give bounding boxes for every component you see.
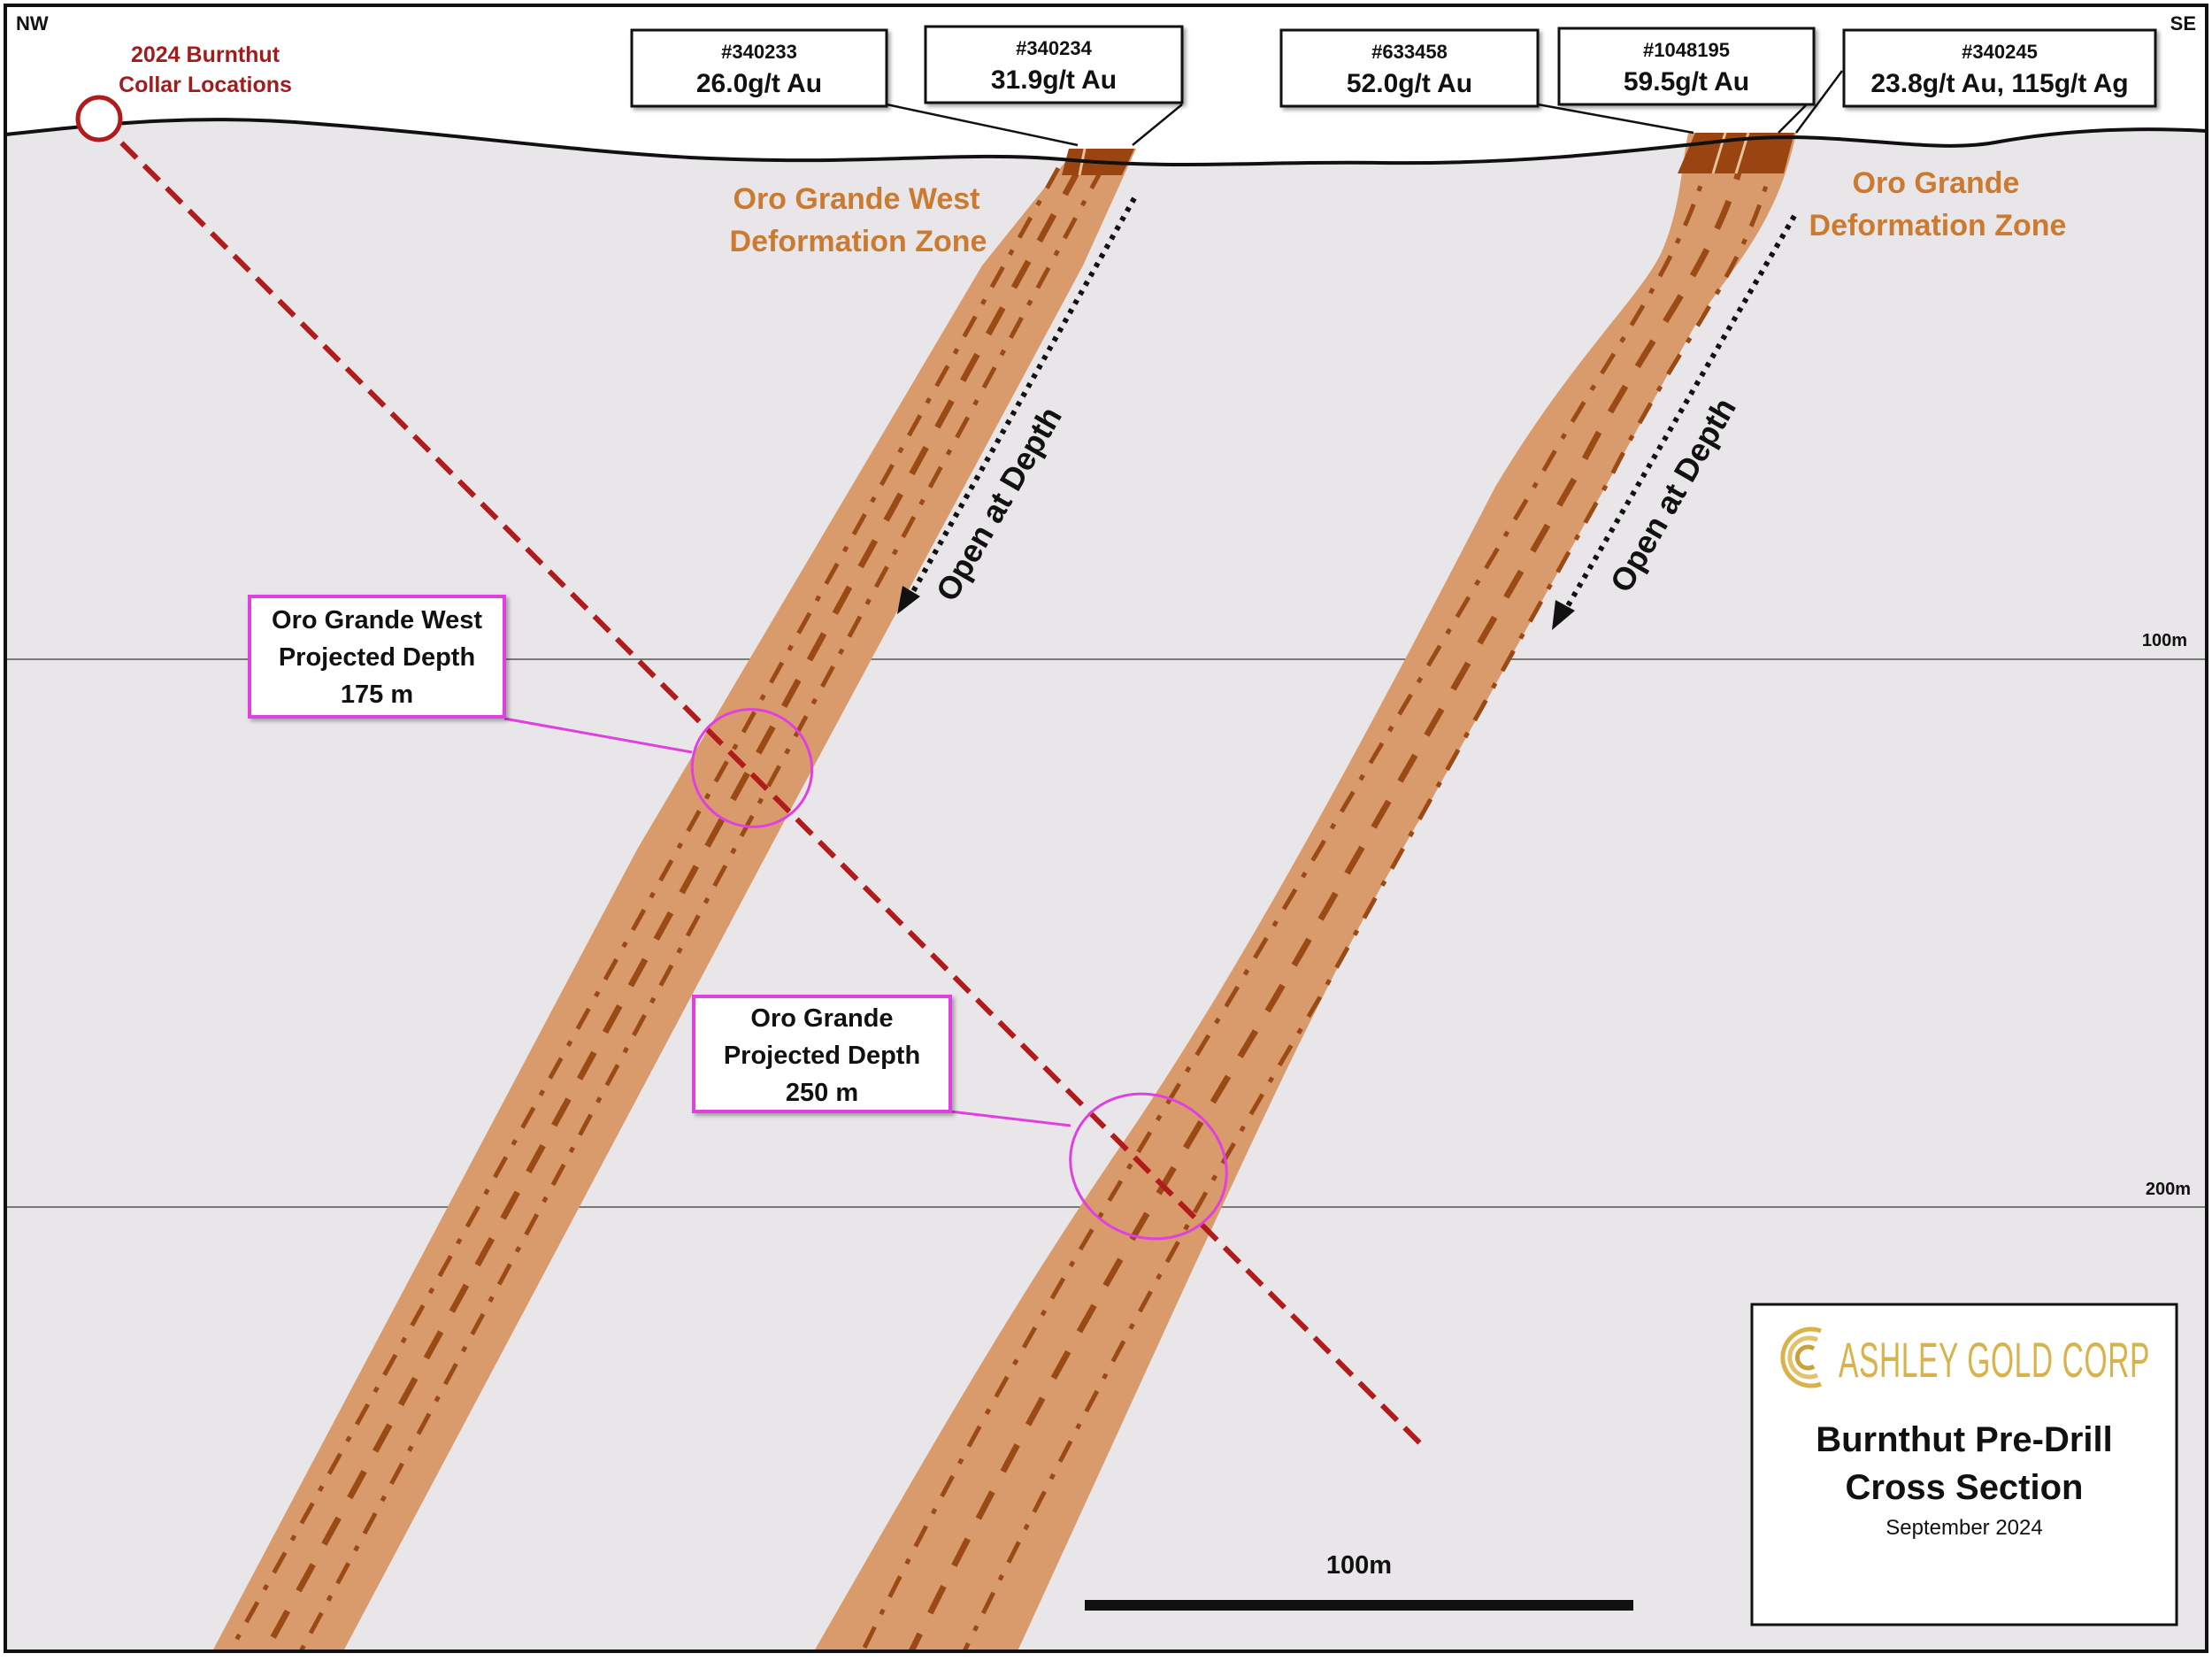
east-zone-dashdot-left [860, 150, 1714, 1651]
west-projection-leader [503, 717, 693, 754]
title-line1: Burnthut Pre-Drill [1816, 1420, 2113, 1459]
assay-leader-lines [886, 70, 1844, 147]
scale-bar [1085, 1600, 1633, 1611]
assay-callout-340245: #340245 23.8g/t Au, 115g/t Ag [1842, 28, 2157, 108]
depth-label-100m: 100m [2142, 631, 2187, 650]
east-intercept-ellipse [1069, 1092, 1228, 1241]
assay-id: #340233 [721, 41, 797, 63]
assay-id: #633458 [1371, 41, 1448, 63]
collar-label-line2: Collar Locations [119, 73, 292, 97]
dotted-arrow-shaft [1563, 214, 1797, 611]
west-zone-body [212, 149, 1136, 1651]
subsurface-area [5, 119, 2207, 1651]
ground-surface-line [5, 118, 2207, 167]
compass-se: SE [2170, 12, 2196, 35]
dotted-arrow-shaft [909, 196, 1137, 596]
assay-callout-340234: #340234 31.9g/t Au [924, 25, 1184, 104]
east-zone-body [814, 133, 1796, 1651]
collar-label-line1: 2024 Burnthut [131, 42, 280, 67]
assay-callout-633458: #633458 52.0g/t Au [1279, 28, 1540, 108]
projection-line1: Oro Grande West [272, 606, 482, 634]
depth-label-200m: 200m [2146, 1180, 2191, 1199]
assay-value: 26.0g/t Au [696, 69, 822, 98]
title-block: ASHLEY GOLD CORP Burnthut Pre-Drill Cros… [1750, 1303, 2178, 1626]
compass-nw: NW [16, 12, 49, 35]
projection-line3: 250 m [786, 1079, 858, 1107]
east-zone-dashdot-right [962, 150, 1778, 1651]
projection-line3: 175 m [341, 681, 413, 709]
planned-drill-trace [96, 118, 1425, 1449]
west-zone-label-line1: Oro Grande West [733, 182, 980, 216]
ashley-gold-logo-icon [1780, 1326, 1822, 1388]
arrow-head-icon [1552, 600, 1575, 630]
east-projected-depth-callout: Oro Grande Projected Depth 250 m [692, 995, 952, 1113]
projection-line2: Projected Depth [279, 643, 475, 672]
projection-line1: Oro Grande [750, 1004, 893, 1033]
east-projection-leader [949, 1110, 1071, 1127]
assay-id: #340245 [1962, 41, 2038, 63]
assay-callout-1048195: #1048195 59.5g/t Au [1557, 27, 1816, 106]
west-projected-depth-callout: Oro Grande West Projected Depth 175 m [248, 595, 506, 719]
company-name: ASHLEY GOLD CORP [1839, 1332, 2150, 1388]
assay-id: #1048195 [1643, 39, 1730, 61]
oro-grande-east-zone [814, 132, 1796, 1651]
assay-callout-340233: #340233 26.0g/t Au [630, 28, 888, 108]
projection-line2: Projected Depth [724, 1042, 920, 1070]
assay-value: 31.9g/t Au [991, 65, 1117, 95]
assay-value: 52.0g/t Au [1347, 69, 1472, 98]
assay-value: 59.5g/t Au [1624, 67, 1749, 96]
west-zone-label-line2: Deformation Zone [730, 225, 987, 258]
west-zone-dash-centre [262, 166, 1083, 1651]
scale-bar-label: 100m [1326, 1551, 1392, 1580]
west-intercept-ellipse [690, 708, 814, 828]
collar-marker [75, 95, 123, 142]
arrow-head-icon [897, 586, 920, 614]
east-zone-dash-centre [908, 150, 1748, 1651]
east-zone-label-line2: Deformation Zone [1809, 209, 2067, 242]
title-date: September 2024 [1886, 1516, 2042, 1540]
title-line2: Cross Section [1846, 1468, 2084, 1507]
east-zone-label-line1: Oro Grande [1853, 166, 2020, 200]
diagram-frame [4, 4, 2208, 1653]
assay-id: #340234 [1016, 37, 1092, 59]
assay-value: 23.8g/t Au, 115g/t Ag [1870, 69, 2128, 98]
